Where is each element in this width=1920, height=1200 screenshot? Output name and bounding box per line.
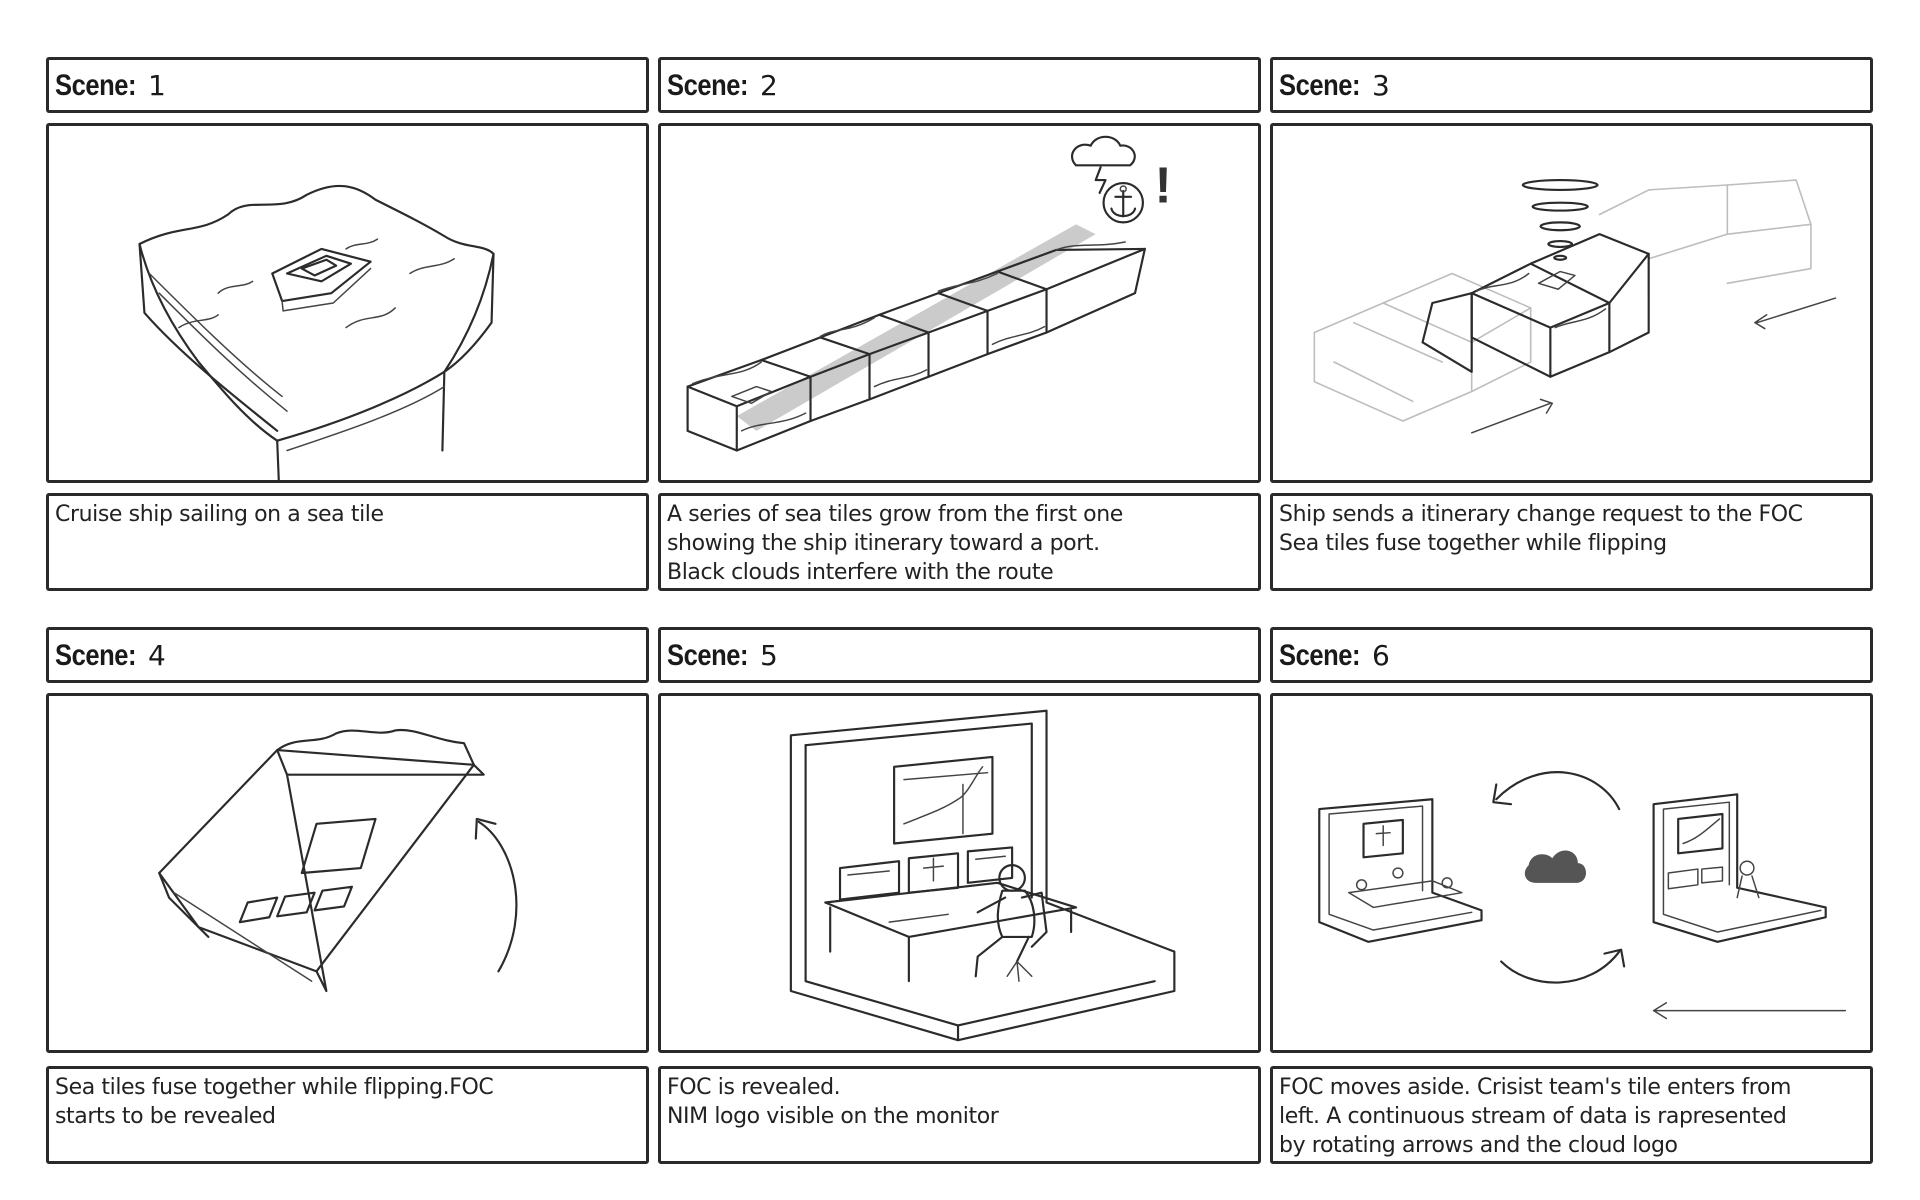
alert-mark: ! bbox=[1155, 157, 1172, 214]
scene-label: Scene: bbox=[55, 69, 137, 102]
caption-line: showing the ship itinerary toward a port… bbox=[667, 531, 1100, 556]
caption-line: starts to be revealed bbox=[55, 1104, 276, 1129]
nim-logo-icon bbox=[922, 857, 945, 882]
scene-sketch-4 bbox=[46, 693, 649, 1053]
sea-tile-sketch bbox=[138, 184, 495, 480]
caption-line: by rotating arrows and the cloud logo bbox=[1279, 1133, 1678, 1158]
scene-caption-5: FOC is revealed. NIM logo visible on the… bbox=[658, 1066, 1261, 1164]
ship-icon bbox=[1537, 270, 1576, 290]
scene-header-1: Scene: 1 bbox=[46, 57, 649, 113]
scene-caption-3: Ship sends a itinerary change request to… bbox=[1270, 493, 1873, 591]
scene-label: Scene: bbox=[55, 639, 137, 672]
scene-header-6: Scene: 6 bbox=[1270, 627, 1873, 683]
anchor-icon bbox=[1102, 181, 1144, 224]
caption-line: FOC moves aside. Crisist team's tile ent… bbox=[1279, 1075, 1792, 1100]
foc-room-sketch bbox=[789, 709, 1176, 1042]
scene-header-4: Scene: 4 bbox=[46, 627, 649, 683]
scene-number: 4 bbox=[147, 639, 166, 672]
ship-icon bbox=[731, 385, 772, 405]
scene-caption-4: Sea tiles fuse together while flipping.F… bbox=[46, 1066, 649, 1164]
caption-line: NIM logo visible on the monitor bbox=[667, 1104, 999, 1129]
operator-icon bbox=[974, 864, 1048, 982]
signal-waves-icon bbox=[1521, 179, 1599, 261]
flipping-tile-sketch bbox=[158, 728, 518, 993]
data-stream-sketch bbox=[1318, 771, 1847, 1020]
caption-line: A series of sea tiles grow from the firs… bbox=[667, 502, 1123, 527]
flipping-tiles-sketch bbox=[1313, 179, 1837, 434]
caption-line: Black clouds interfere with the route bbox=[667, 560, 1054, 585]
scene-number: 3 bbox=[1371, 69, 1390, 102]
scene-number: 6 bbox=[1371, 639, 1390, 672]
scene-number: 5 bbox=[759, 639, 778, 672]
scene-sketch-1 bbox=[46, 123, 649, 483]
cloud-logo-icon bbox=[1524, 850, 1587, 883]
scene-label: Scene: bbox=[1279, 639, 1361, 672]
caption-line: Cruise ship sailing on a sea tile bbox=[55, 502, 384, 527]
scene-number: 1 bbox=[147, 69, 166, 102]
rotate-arrow-icon bbox=[474, 817, 518, 973]
caption-line: left. A continuous stream of data is rap… bbox=[1279, 1104, 1787, 1129]
scene-sketch-5 bbox=[658, 693, 1261, 1053]
scene-label: Scene: bbox=[667, 639, 749, 672]
caption-line: FOC is revealed. bbox=[667, 1075, 841, 1100]
scene-header-3: Scene: 3 bbox=[1270, 57, 1873, 113]
sea-tiles-route-sketch: ! bbox=[686, 135, 1172, 452]
scene-label: Scene: bbox=[1279, 69, 1361, 102]
scene-header-5: Scene: 5 bbox=[658, 627, 1261, 683]
monitor-icon bbox=[893, 755, 994, 845]
scene-sketch-2: ! bbox=[658, 123, 1261, 483]
scene-header-2: Scene: 2 bbox=[658, 57, 1261, 113]
scene-caption-1: Cruise ship sailing on a sea tile bbox=[46, 493, 649, 591]
scene-number: 2 bbox=[759, 69, 778, 102]
ship-icon bbox=[271, 247, 372, 312]
scene-caption-2: A series of sea tiles grow from the firs… bbox=[658, 493, 1261, 591]
storm-cloud-icon bbox=[1071, 135, 1136, 194]
scene-caption-6: FOC moves aside. Crisist team's tile ent… bbox=[1270, 1066, 1873, 1164]
scene-sketch-3 bbox=[1270, 123, 1873, 483]
rotate-arrow-icon bbox=[1492, 771, 1626, 984]
scene-sketch-6 bbox=[1270, 693, 1873, 1053]
caption-line: Sea tiles fuse together while flipping bbox=[1279, 531, 1667, 556]
scene-label: Scene: bbox=[667, 69, 749, 102]
caption-line: Ship sends a itinerary change request to… bbox=[1279, 502, 1803, 527]
caption-line: Sea tiles fuse together while flipping.F… bbox=[55, 1075, 494, 1100]
